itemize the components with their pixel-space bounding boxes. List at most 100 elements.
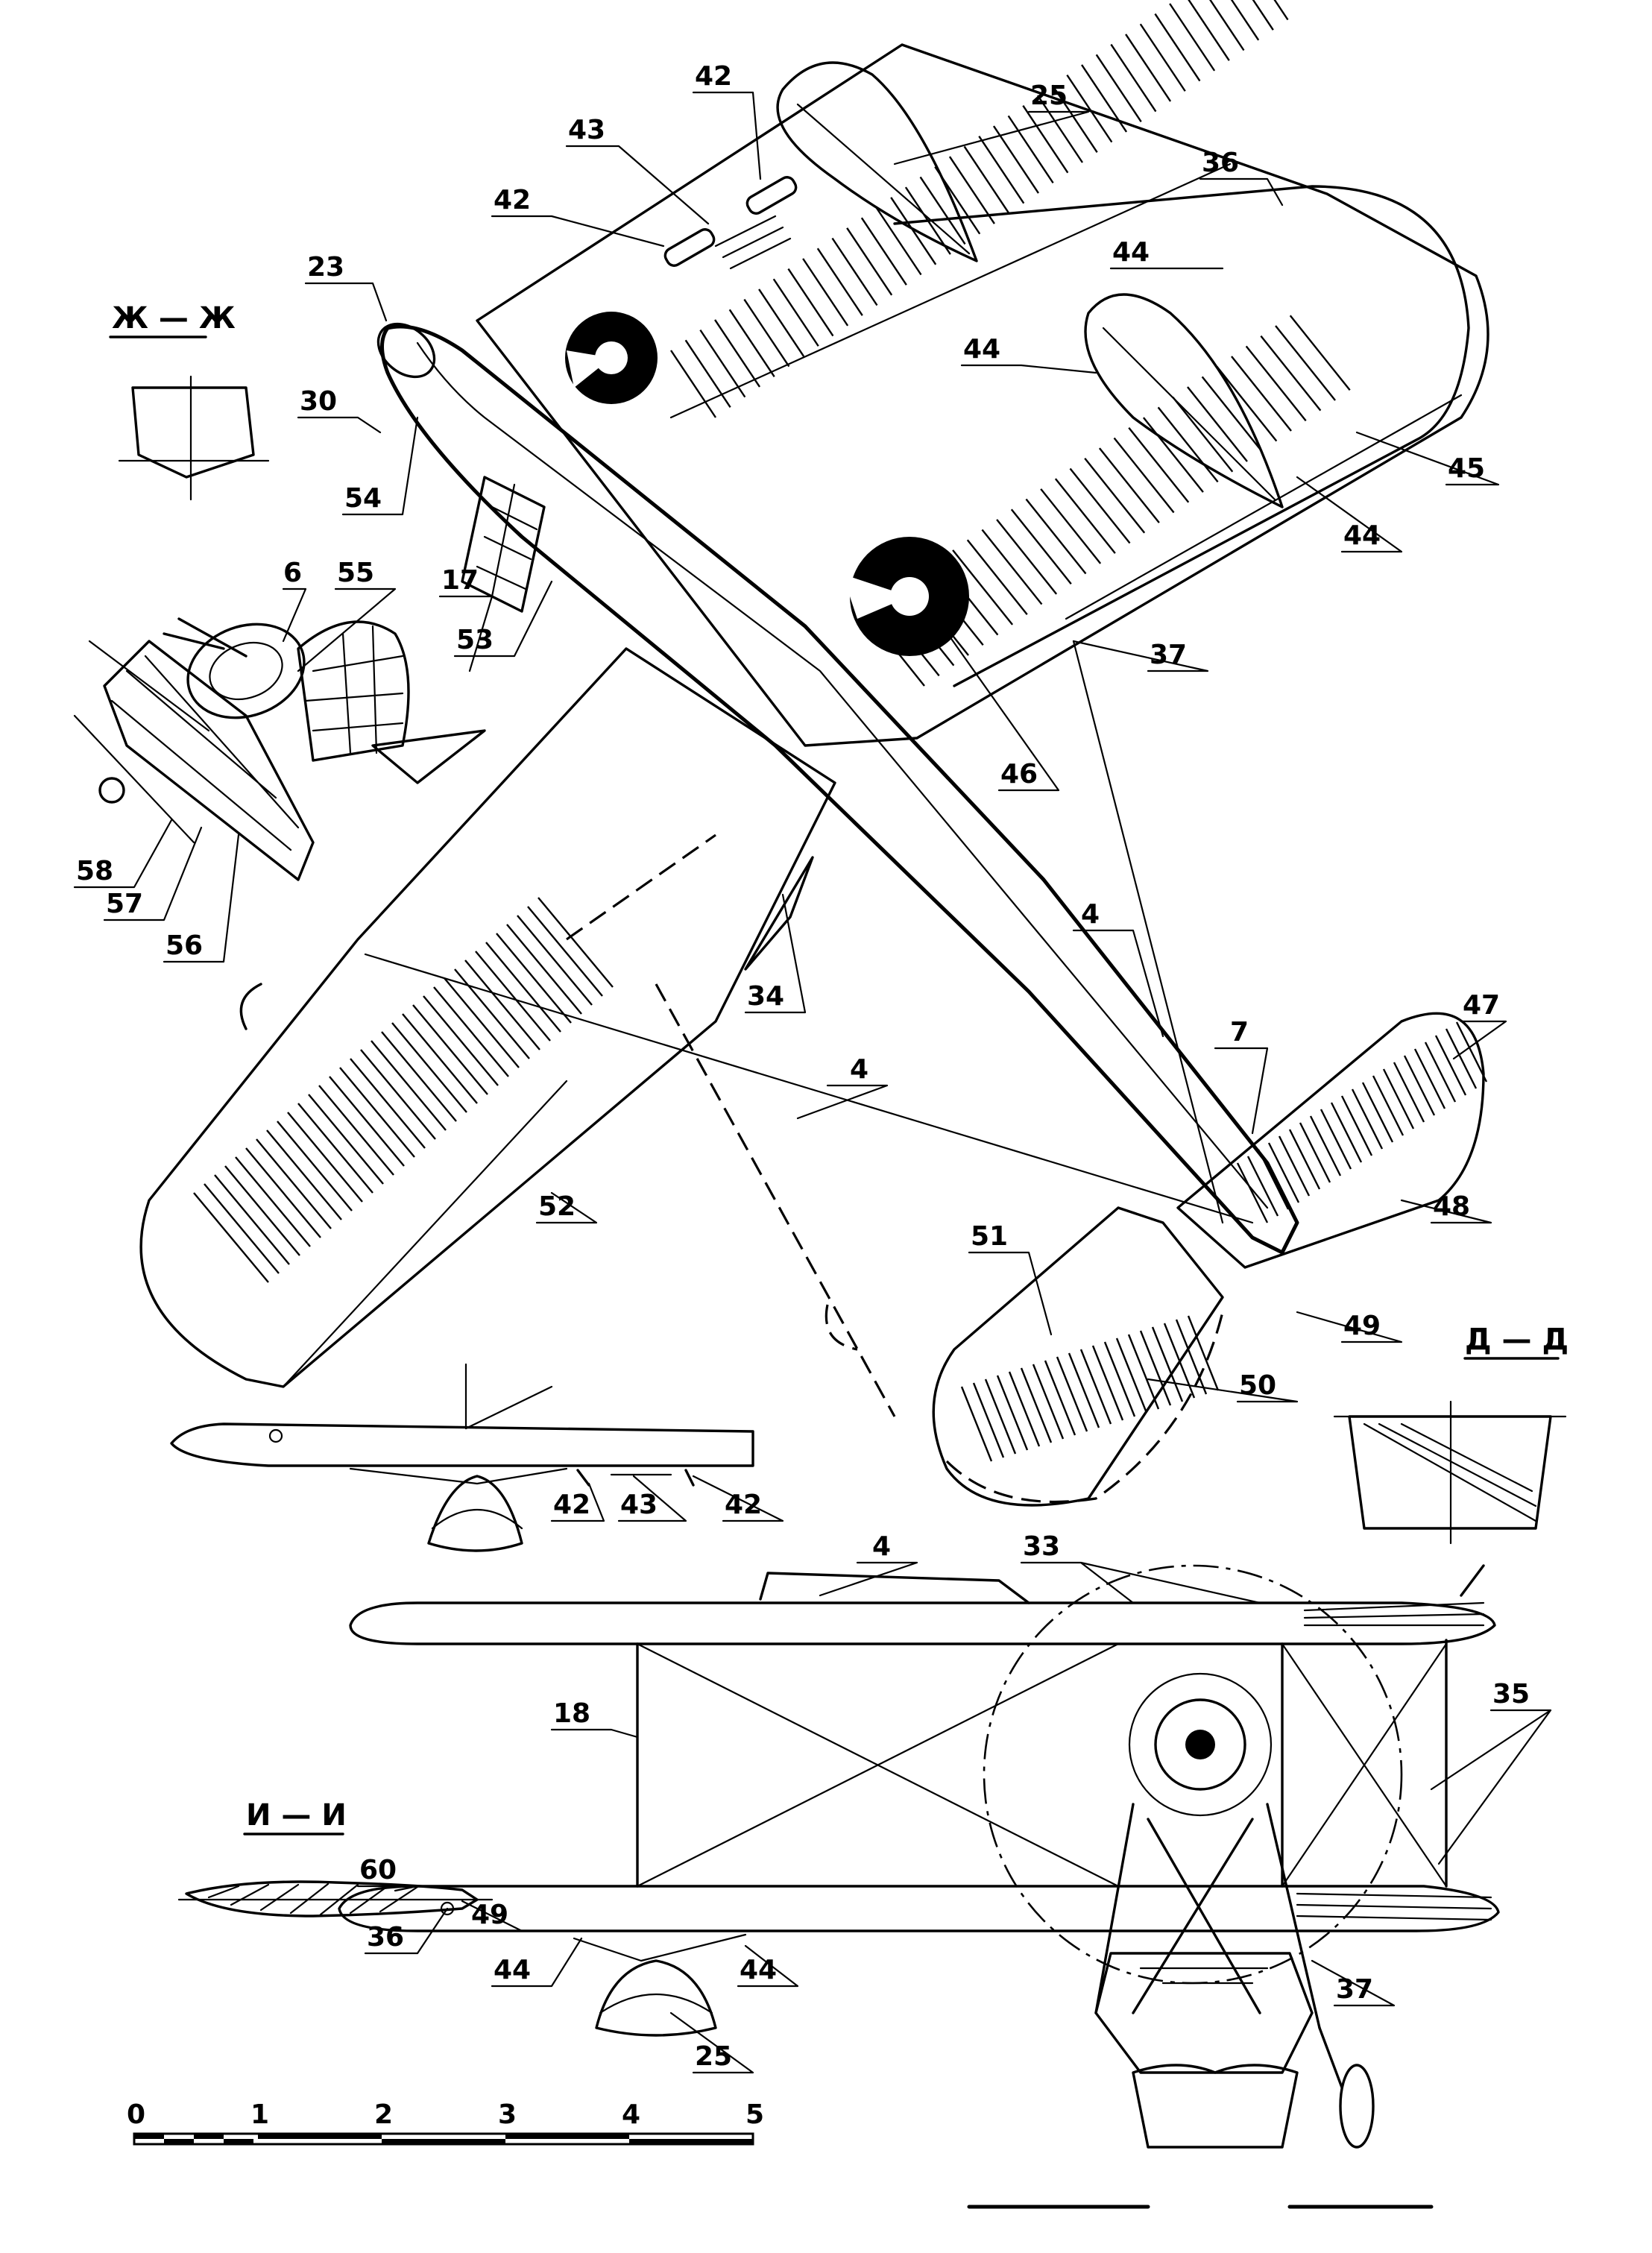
wing-rib [1022, 105, 1069, 174]
wing-rib [537, 897, 614, 988]
roundel-lower [842, 537, 969, 656]
tail-rib [1309, 1115, 1342, 1176]
wing-rib [1081, 64, 1128, 133]
wing-rib [1054, 478, 1116, 554]
tail-rib [1393, 1062, 1425, 1123]
wing-rib [496, 933, 572, 1024]
tail-rib [1455, 1021, 1488, 1083]
wing-rib [758, 289, 805, 357]
wing-rib [1113, 437, 1175, 514]
section-i-label: И — И [246, 1798, 347, 1833]
callout-48: 48 [1433, 1191, 1470, 1222]
tail-rib [1068, 1352, 1100, 1428]
wing-rib [1230, 0, 1260, 41]
wing-rib [1125, 34, 1172, 102]
wing-rib [224, 1165, 300, 1256]
callout-44: 44 [963, 334, 1000, 365]
wing-rib [1188, 0, 1230, 61]
wing-rib [714, 319, 761, 388]
roundel-upper [565, 312, 658, 404]
callout-labels: 42 25 43 42 36 23 44 44 30 45 54 44 6 55… [76, 61, 1530, 2072]
callout-42: 42 [553, 1490, 590, 1520]
tail-rib [1115, 1337, 1148, 1414]
tail-rib [1434, 1035, 1467, 1096]
wing-rib [846, 227, 893, 296]
wing-rib [204, 1183, 280, 1274]
wing-rib [444, 977, 520, 1068]
wing-rib [1157, 406, 1219, 483]
scale-tick-5: 5 [745, 2099, 764, 2130]
scale-tick-0: 0 [127, 2099, 145, 2130]
callout-50: 50 [1239, 1370, 1276, 1401]
wing-rib [1245, 345, 1307, 422]
wing-rib [339, 1067, 415, 1158]
callout-54: 54 [344, 483, 382, 514]
wing-rib [1209, 0, 1245, 51]
wing-rib [802, 258, 849, 327]
tail-rib [1340, 1095, 1373, 1156]
wing-rib [1273, 0, 1289, 21]
wing-rib [235, 1156, 311, 1247]
wing-rib [904, 186, 951, 255]
callout-42: 42 [695, 61, 732, 92]
section-zh-label: Ж — Ж [112, 301, 236, 335]
scale-tick-3: 3 [498, 2099, 517, 2130]
tail-rib [1139, 1330, 1172, 1406]
callout-43: 43 [620, 1490, 658, 1520]
tail-rib [1127, 1334, 1160, 1410]
pod-25-plan [776, 61, 978, 262]
callout-leaders [73, 91, 1552, 2074]
wing-rib [952, 549, 1014, 626]
tail-rib [1320, 1109, 1352, 1170]
lower-wing-plan [139, 647, 836, 1388]
upper-wing-plan [476, 0, 1489, 747]
callout-36: 36 [1202, 148, 1239, 178]
tail-rib [1103, 1341, 1136, 1417]
bomb-rack [663, 176, 798, 270]
wing-rib [1260, 335, 1322, 412]
wing-rib [860, 217, 907, 286]
callout-4: 4 [850, 1054, 868, 1085]
callout-44: 44 [740, 1955, 777, 1985]
callout-46: 46 [1000, 759, 1038, 790]
wing-rib [1010, 508, 1072, 584]
wing-rib [1098, 447, 1160, 523]
tail-rib [1267, 1142, 1300, 1203]
callout-34: 34 [747, 981, 784, 1012]
wing-rib [992, 125, 1039, 194]
wing-rib [391, 1022, 467, 1113]
callout-47: 47 [1463, 990, 1500, 1021]
wing-rib [728, 309, 775, 377]
wing-rib [1066, 74, 1113, 143]
wing-rib [1110, 43, 1157, 113]
brace-wire-4a [364, 953, 1254, 1224]
tail-rib [1091, 1345, 1124, 1421]
wing-rib [772, 278, 819, 347]
callout-30: 30 [300, 386, 337, 417]
callout-57: 57 [106, 889, 143, 919]
wing-rib [963, 145, 1010, 215]
tail-rib [1151, 1326, 1184, 1402]
callout-18: 18 [553, 1698, 590, 1729]
tail-rib [1187, 1315, 1220, 1391]
turret-detail [73, 617, 486, 881]
tail-rib [1361, 1082, 1394, 1143]
wing-rib [266, 1129, 342, 1220]
wing-rib [1275, 325, 1336, 401]
callout-44: 44 [494, 1955, 531, 1985]
tail-rib [1351, 1088, 1384, 1150]
wing-rib [245, 1147, 321, 1238]
wing-rib [517, 915, 593, 1006]
plan-view [139, 0, 1489, 1507]
wing-rib [684, 339, 731, 408]
wing-rib [831, 237, 878, 306]
wing-rib [485, 942, 561, 1033]
wing-rib [464, 960, 540, 1050]
callout-35: 35 [1492, 1679, 1530, 1710]
callout-45: 45 [1448, 453, 1485, 484]
wing-rib [1187, 386, 1248, 462]
callout-49: 49 [1343, 1311, 1381, 1341]
tailplane-plan [932, 1012, 1488, 1507]
scale-bar: 0 1 2 3 4 5 [127, 2099, 764, 2146]
